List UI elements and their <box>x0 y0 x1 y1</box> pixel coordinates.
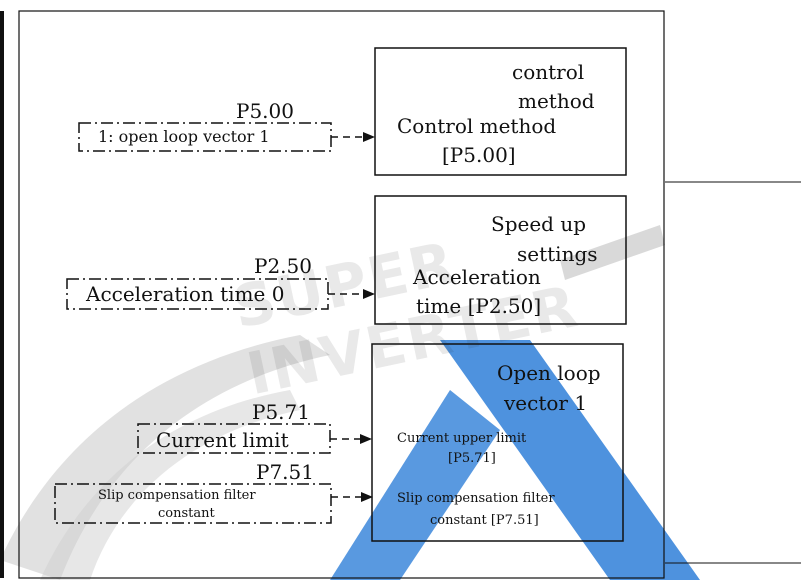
left-edge-bar <box>0 11 4 578</box>
block-speed-up-body-2: time [P2.50] <box>416 296 541 316</box>
block-speed-up-title-2: settings <box>517 244 598 264</box>
block-open-loop-item1-1: Current upper limit <box>397 432 526 445</box>
param-code-p250: P2.50 <box>254 256 312 276</box>
block-open-loop-item2-2: constant [P7.51] <box>430 514 539 527</box>
param-code-p500: P5.00 <box>236 101 294 121</box>
arrowhead-p751 <box>361 492 373 502</box>
arrowhead-p571 <box>360 434 372 444</box>
param-code-p571: P5.71 <box>252 402 310 422</box>
param-code-p751: P7.51 <box>256 462 314 482</box>
block-control-method-title-2: method <box>518 91 595 111</box>
block-speed-up-title-1: Speed up <box>491 214 586 234</box>
param-value-p751-line2: constant <box>158 507 215 520</box>
param-value-p500: 1: open loop vector 1 <box>98 129 270 145</box>
param-value-p571: Current limit <box>156 430 289 450</box>
block-control-method-title-1: control <box>512 62 584 82</box>
param-value-p250: Acceleration time 0 <box>86 284 284 304</box>
block-open-loop-title-2: vector 1 <box>504 393 587 413</box>
block-control-method-body-2: [P5.00] <box>442 145 516 165</box>
block-speed-up-body-1: Acceleration <box>413 267 541 287</box>
block-open-loop-title-1: Open loop <box>497 363 601 383</box>
block-open-loop-item1-2: [P5.71] <box>448 452 496 465</box>
param-value-p751-line1: Slip compensation filter <box>98 489 256 502</box>
arrowhead-p500 <box>363 132 375 142</box>
block-control-method-body-1: Control method <box>397 116 556 136</box>
block-open-loop-item2-1: Slip compensation filter <box>397 492 555 505</box>
